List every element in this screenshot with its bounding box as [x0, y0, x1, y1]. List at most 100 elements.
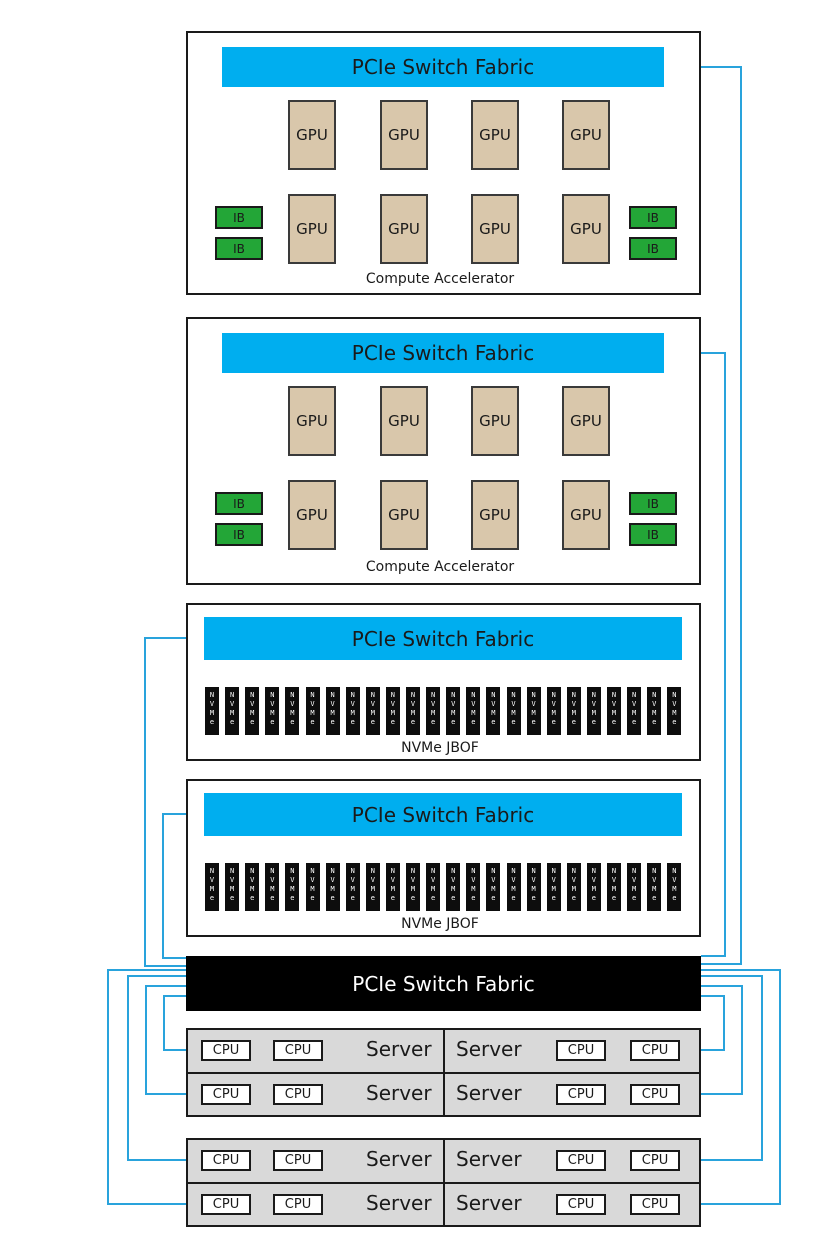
nvme-letter: e	[290, 894, 295, 902]
nvme-letter: N	[290, 867, 295, 875]
cpu-chip: CPU	[556, 1040, 606, 1061]
nvme-letter: V	[250, 876, 255, 884]
nvme-letter: M	[410, 709, 416, 717]
nvme-letter: M	[471, 709, 476, 717]
nvme-letter: N	[531, 867, 536, 875]
nvme-letter: M	[390, 885, 395, 893]
nvme-letter: V	[611, 700, 617, 708]
server-label: Server	[456, 1147, 522, 1171]
nvme-letter: N	[551, 691, 556, 699]
nvme-letter: N	[611, 867, 617, 875]
nvme-letter: M	[631, 885, 637, 893]
nvme-letter: V	[229, 876, 235, 884]
nvme-letter: M	[350, 885, 355, 893]
cpu-chip: CPU	[630, 1040, 680, 1061]
nvme-letter: V	[430, 876, 436, 884]
nvme-letter: e	[631, 718, 637, 726]
cpu-chip: CPU	[273, 1150, 323, 1171]
nvme-letter: M	[430, 885, 436, 893]
gpu-chip: GPU	[562, 194, 610, 264]
nvme-letter: e	[511, 718, 516, 726]
nvme-letter: V	[652, 876, 657, 884]
nvme-letter: V	[531, 700, 536, 708]
host-switch-fabric: PCIe Switch Fabric	[186, 956, 701, 1011]
nvme-letter: V	[571, 700, 576, 708]
cpu-chip: CPU	[273, 1194, 323, 1215]
nvme-letter: V	[451, 700, 456, 708]
nvme-letter: N	[451, 867, 456, 875]
server-label: Server	[366, 1037, 432, 1061]
nvme-letter: M	[672, 885, 677, 893]
nvme-letter: V	[310, 876, 315, 884]
nvme-letter: M	[270, 885, 275, 893]
nvme-letter: V	[430, 700, 436, 708]
nvme-letter: V	[410, 876, 416, 884]
nvme-letter: M	[229, 709, 235, 717]
nvme-letter: M	[652, 709, 657, 717]
nvme-letter: V	[290, 876, 295, 884]
nvme-letter: V	[551, 700, 556, 708]
server-label: Server	[366, 1147, 432, 1171]
nvme-letter: M	[511, 709, 516, 717]
nvme-letter: e	[551, 718, 556, 726]
nvme-letter: e	[370, 718, 375, 726]
server-divider	[443, 1138, 445, 1227]
nvme-letter: M	[250, 885, 255, 893]
jbof-2-caption: NVMe JBOF	[401, 916, 479, 932]
nvme-letter: V	[310, 700, 315, 708]
cpu-chip: CPU	[273, 1040, 323, 1061]
nvme-letter: e	[471, 718, 476, 726]
nvme-letter: M	[209, 885, 215, 893]
nvme-letter: M	[591, 709, 596, 717]
nvme-letter: M	[571, 709, 576, 717]
nvme-letter: N	[209, 691, 215, 699]
nvme-letter: N	[250, 691, 255, 699]
gpu-chip: GPU	[288, 480, 336, 550]
cpu-chip: CPU	[630, 1150, 680, 1171]
nvme-letter: N	[672, 691, 677, 699]
nvme-letter: M	[290, 709, 295, 717]
nvme-letter: V	[370, 700, 375, 708]
nvme-letter: N	[511, 691, 516, 699]
accelerator-1-switch-fabric: PCIe Switch Fabric	[222, 47, 664, 87]
nvme-letter: N	[631, 691, 637, 699]
nvme-letter: e	[511, 894, 516, 902]
nvme-letter: V	[250, 700, 255, 708]
nvme-letter: N	[410, 691, 416, 699]
nvme-letter: M	[531, 709, 536, 717]
nvme-letter: N	[672, 867, 677, 875]
ib-adapter: IB	[215, 523, 263, 546]
fabric-label: PCIe Switch Fabric	[351, 802, 535, 827]
nvme-letter: V	[209, 700, 215, 708]
server-label: Server	[366, 1081, 432, 1105]
nvme-letter: V	[290, 700, 295, 708]
nvme-letter: e	[390, 718, 395, 726]
gpu-chip: GPU	[471, 386, 519, 456]
nvme-letter: e	[491, 894, 496, 902]
nvme-letter: V	[571, 876, 576, 884]
nvme-letter: M	[350, 709, 355, 717]
cpu-chip: CPU	[201, 1150, 251, 1171]
nvme-letter: V	[672, 876, 677, 884]
gpu-chip: GPU	[562, 100, 610, 170]
nvme-letter: e	[270, 894, 275, 902]
nvme-letter: e	[672, 894, 677, 902]
nvme-letter: N	[451, 691, 456, 699]
